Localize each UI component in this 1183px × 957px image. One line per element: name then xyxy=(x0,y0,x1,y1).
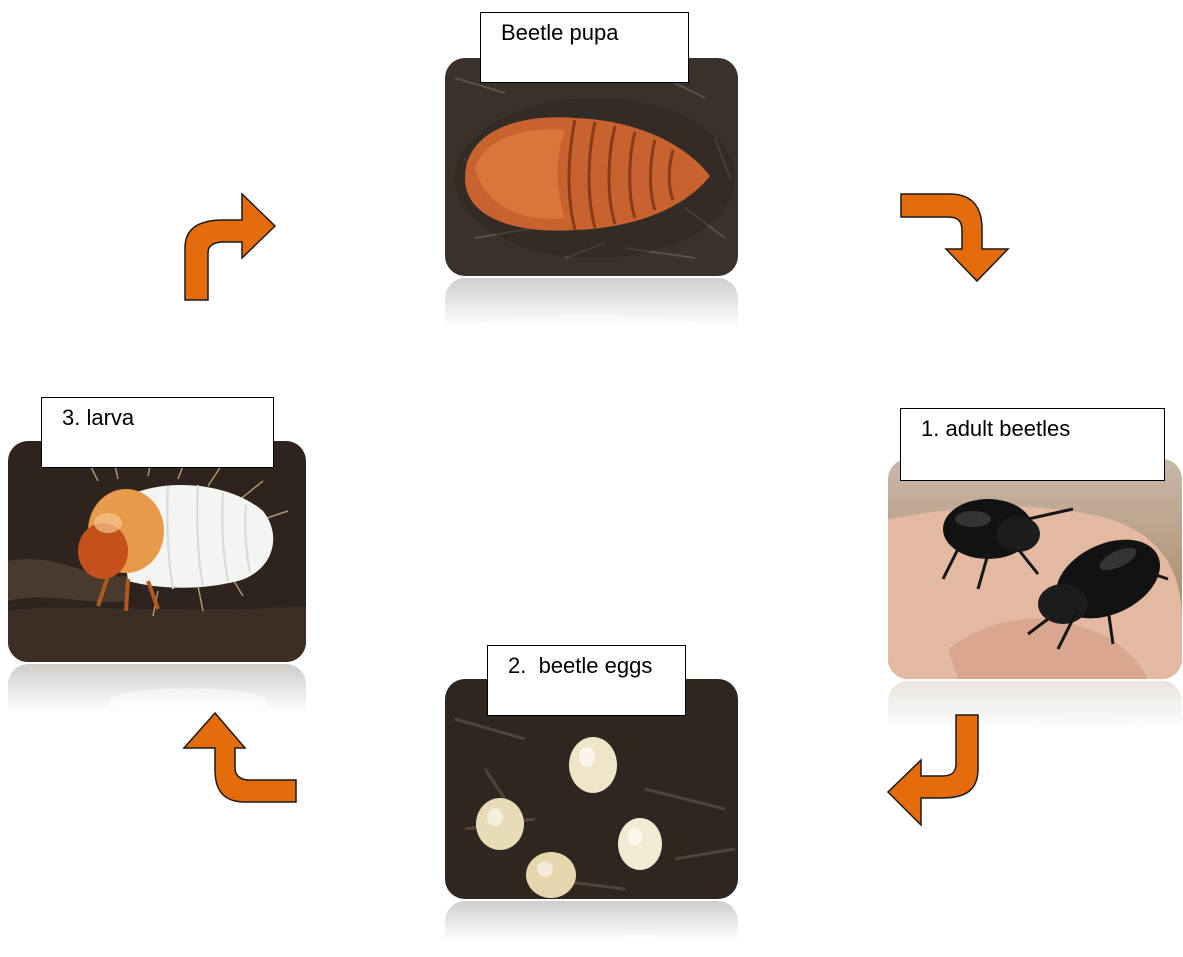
pupa-photo xyxy=(445,58,738,276)
larva-photo xyxy=(8,441,306,662)
pupa-reflection xyxy=(445,278,738,348)
curved-arrow-up-right-icon xyxy=(184,193,276,301)
curved-arrow-down-left-icon xyxy=(887,714,979,826)
larva-label: 3. larva xyxy=(41,397,274,468)
beetle-eggs-reflection xyxy=(445,901,738,957)
pupa-label: Beetle pupa xyxy=(480,12,689,83)
curved-arrow-right-down-icon xyxy=(900,193,1010,283)
adult-beetles-photo xyxy=(888,459,1182,679)
curved-arrow-left-up-icon xyxy=(183,712,297,804)
adult-beetles-label: 1. adult beetles xyxy=(900,408,1165,481)
beetle-eggs-label: 2. beetle eggs xyxy=(487,645,686,716)
